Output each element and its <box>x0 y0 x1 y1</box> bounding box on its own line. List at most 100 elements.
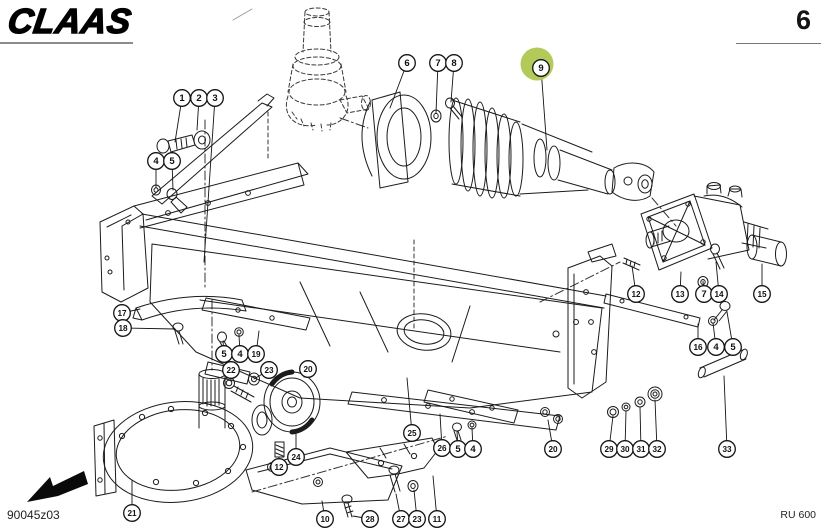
callout-number: 5 <box>221 349 227 360</box>
callout-number: 31 <box>636 445 646 454</box>
callout-11[interactable]: 11 <box>428 475 446 528</box>
leader-line <box>406 377 413 434</box>
callout-29[interactable]: 29 <box>600 415 618 458</box>
torque-arm-parts <box>151 93 275 214</box>
callout-number: 33 <box>722 445 732 454</box>
callout-circle <box>361 510 379 528</box>
callout-number: 23 <box>412 515 422 524</box>
callout-number: 22 <box>226 366 236 375</box>
callout-20[interactable]: 20 <box>544 419 562 458</box>
callout-5[interactable]: 5 <box>163 152 181 191</box>
callout-circle <box>648 440 666 458</box>
callout-number: 28 <box>365 515 375 524</box>
callout-number: 9 <box>538 63 543 74</box>
callout-number: 4 <box>470 444 476 455</box>
callout-circle <box>206 89 224 107</box>
leader-line <box>540 67 548 151</box>
callout-22[interactable]: 22 <box>222 361 240 381</box>
callout-1[interactable]: 1 <box>173 89 191 143</box>
callout-4[interactable]: 4 <box>231 334 249 363</box>
header-rule-right <box>736 43 821 44</box>
callout-number: 12 <box>274 463 284 472</box>
callout-circle <box>428 510 446 528</box>
callout-circle <box>114 319 132 337</box>
callout-2[interactable]: 2 <box>190 89 208 131</box>
callout-number: 18 <box>118 324 128 333</box>
page-number: 6 <box>795 5 811 35</box>
callout-number: 14 <box>714 290 724 299</box>
callout-25[interactable]: 25 <box>403 377 421 442</box>
callout-circle <box>718 440 736 458</box>
callout-8[interactable]: 8 <box>445 54 463 103</box>
callout-26[interactable]: 26 <box>433 413 451 457</box>
callout-circle <box>544 440 562 458</box>
callout-7[interactable]: 7 <box>429 54 447 114</box>
callout-12[interactable]: 12 <box>627 265 645 303</box>
centerlines <box>204 117 677 493</box>
callout-4[interactable]: 4 <box>707 322 725 356</box>
callout-number: 4 <box>713 342 719 353</box>
callout-18[interactable]: 18 <box>114 319 176 337</box>
callout-23[interactable]: 23 <box>253 361 278 380</box>
callout-30[interactable]: 30 <box>616 410 634 458</box>
callout-circle <box>408 510 426 528</box>
callout-5[interactable]: 5 <box>449 430 467 458</box>
callout-number: 20 <box>548 445 558 454</box>
callout-circle <box>753 285 771 303</box>
callout-number: 13 <box>675 290 685 299</box>
callout-32[interactable]: 32 <box>648 399 666 458</box>
callout-number: 24 <box>291 453 301 462</box>
callout-5[interactable]: 5 <box>215 340 233 363</box>
callout-circle <box>627 285 645 303</box>
callout-6[interactable]: 6 <box>389 54 416 109</box>
callout-number: 12 <box>631 290 641 299</box>
callout-4[interactable]: 4 <box>464 427 482 458</box>
callout-9[interactable]: 9 <box>520 47 554 151</box>
callout-circle <box>464 440 482 458</box>
callout-circle <box>260 361 278 379</box>
scan-mark <box>232 8 253 21</box>
callout-15[interactable]: 15 <box>753 263 771 303</box>
callout-19[interactable]: 19 <box>247 330 265 363</box>
header-rule-left <box>0 42 133 44</box>
main-frame <box>99 162 617 431</box>
callout-5[interactable]: 5 <box>724 311 742 356</box>
callout-20[interactable]: 20 <box>299 360 317 378</box>
callout-number: 10 <box>320 515 330 524</box>
callout-23[interactable]: 23 <box>408 489 426 528</box>
callout-21[interactable]: 21 <box>123 480 141 522</box>
callout-14[interactable]: 14 <box>710 261 728 303</box>
callout-circle <box>316 510 334 528</box>
driveline-parts <box>361 91 655 201</box>
callout-number: 4 <box>237 349 243 360</box>
callout-33[interactable]: 33 <box>718 375 736 458</box>
callout-circle <box>247 345 265 363</box>
callout-number: 7 <box>701 289 706 300</box>
callout-circle <box>222 361 240 379</box>
callout-circle <box>724 338 742 356</box>
callout-4[interactable]: 4 <box>147 152 165 189</box>
callout-13[interactable]: 13 <box>671 271 689 303</box>
top-gearbox-phantom <box>285 7 371 132</box>
callout-number: 5 <box>455 444 461 455</box>
callout-circle <box>287 448 305 466</box>
callout-circle <box>445 54 463 72</box>
callout-10[interactable]: 10 <box>316 500 334 528</box>
callout-circle <box>299 360 317 378</box>
callout-24[interactable]: 24 <box>287 433 305 466</box>
callout-28[interactable]: 28 <box>352 510 379 528</box>
callout-circle <box>532 59 550 77</box>
callout-12[interactable]: 12 <box>270 456 288 476</box>
callout-number: 7 <box>435 58 440 69</box>
callout-27[interactable]: 27 <box>392 493 410 528</box>
callout-number: 29 <box>604 445 614 454</box>
guards-and-brackets <box>132 295 519 518</box>
callout-3[interactable]: 3 <box>203 89 224 263</box>
callout-number: 5 <box>169 156 175 167</box>
callout-circle <box>123 504 141 522</box>
callout-31[interactable]: 31 <box>632 406 650 458</box>
callout-16[interactable]: 16 <box>689 323 707 356</box>
callout-number: 5 <box>730 342 736 353</box>
